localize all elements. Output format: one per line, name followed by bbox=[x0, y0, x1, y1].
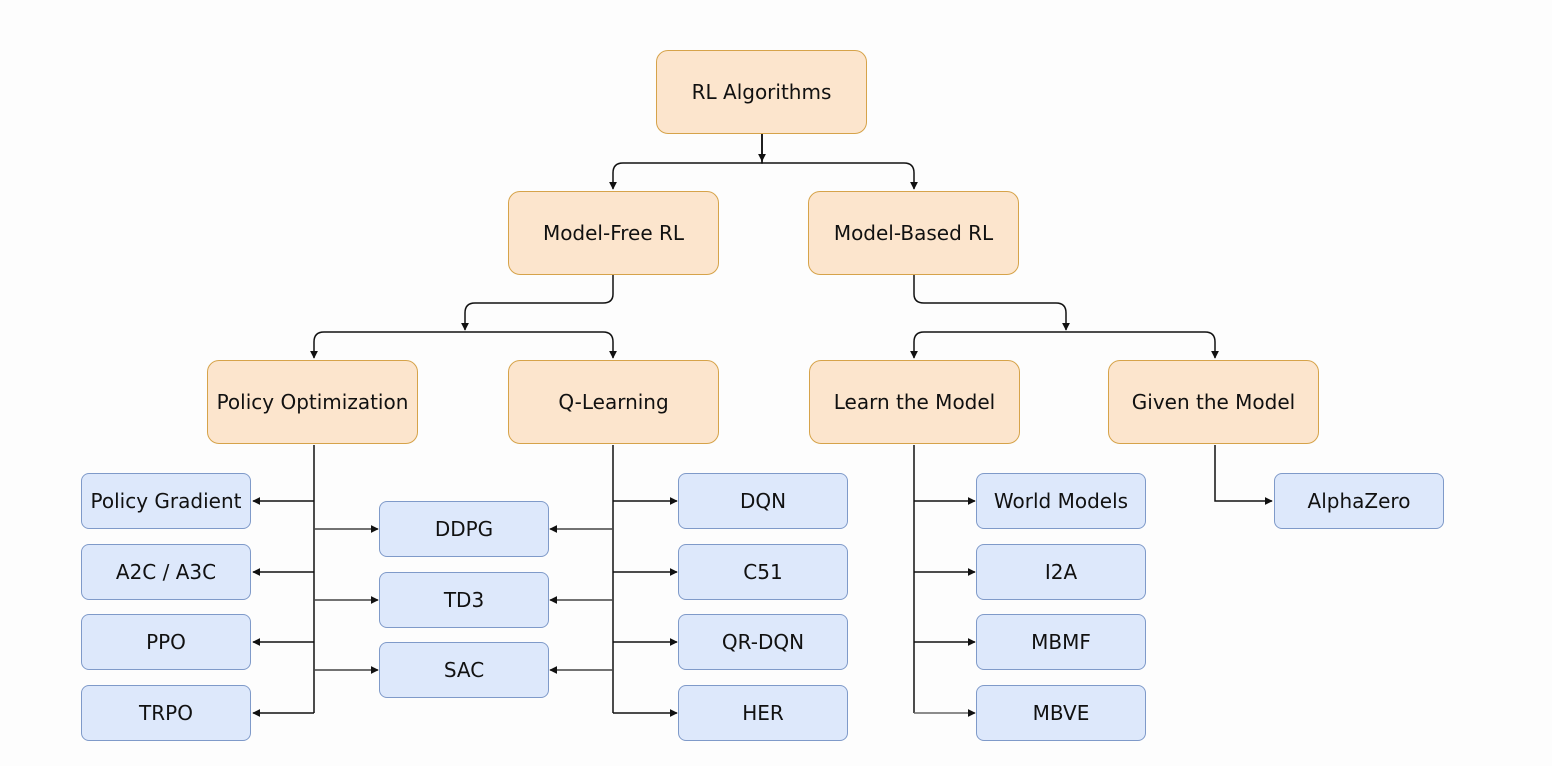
node-qr-dqn: QR-DQN bbox=[678, 614, 848, 670]
node-sac: SAC bbox=[379, 642, 549, 698]
edge-model-free-down bbox=[461, 275, 614, 331]
edge-model-free-to-policy-opt bbox=[310, 331, 465, 359]
node-model-based-rl: Model-Based RL bbox=[808, 191, 1019, 275]
edge-model-free-to-q-learning bbox=[465, 331, 617, 359]
node-c51: C51 bbox=[678, 544, 848, 600]
node-trpo: TRPO bbox=[81, 685, 251, 741]
node-her: HER bbox=[678, 685, 848, 741]
node-a2c-a3c: A2C / A3C bbox=[81, 544, 251, 600]
edge-model-based-down bbox=[913, 275, 1070, 331]
node-dqn: DQN bbox=[678, 473, 848, 529]
node-mbve: MBVE bbox=[976, 685, 1146, 741]
node-world-models: World Models bbox=[976, 473, 1146, 529]
node-alphazero: AlphaZero bbox=[1274, 473, 1444, 529]
node-policy-optimization: Policy Optimization bbox=[207, 360, 418, 444]
node-td3: TD3 bbox=[379, 572, 549, 628]
edge-model-based-to-given bbox=[1066, 331, 1219, 359]
node-policy-gradient: Policy Gradient bbox=[81, 473, 251, 529]
node-q-learning: Q-Learning bbox=[508, 360, 719, 444]
node-learn-the-model: Learn the Model bbox=[809, 360, 1020, 444]
node-ppo: PPO bbox=[81, 614, 251, 670]
node-rl-algorithms: RL Algorithms bbox=[656, 50, 867, 134]
node-model-free-rl: Model-Free RL bbox=[508, 191, 719, 275]
node-mbmf: MBMF bbox=[976, 614, 1146, 670]
node-ddpg: DDPG bbox=[379, 501, 549, 557]
edge-given-model-to-alphazero bbox=[1214, 445, 1273, 505]
edge-root-to-model-free bbox=[609, 134, 763, 190]
edge-root-to-model-based bbox=[761, 134, 918, 190]
node-given-the-model: Given the Model bbox=[1108, 360, 1319, 444]
edge-model-based-to-learn bbox=[910, 331, 1066, 359]
node-i2a: I2A bbox=[976, 544, 1146, 600]
